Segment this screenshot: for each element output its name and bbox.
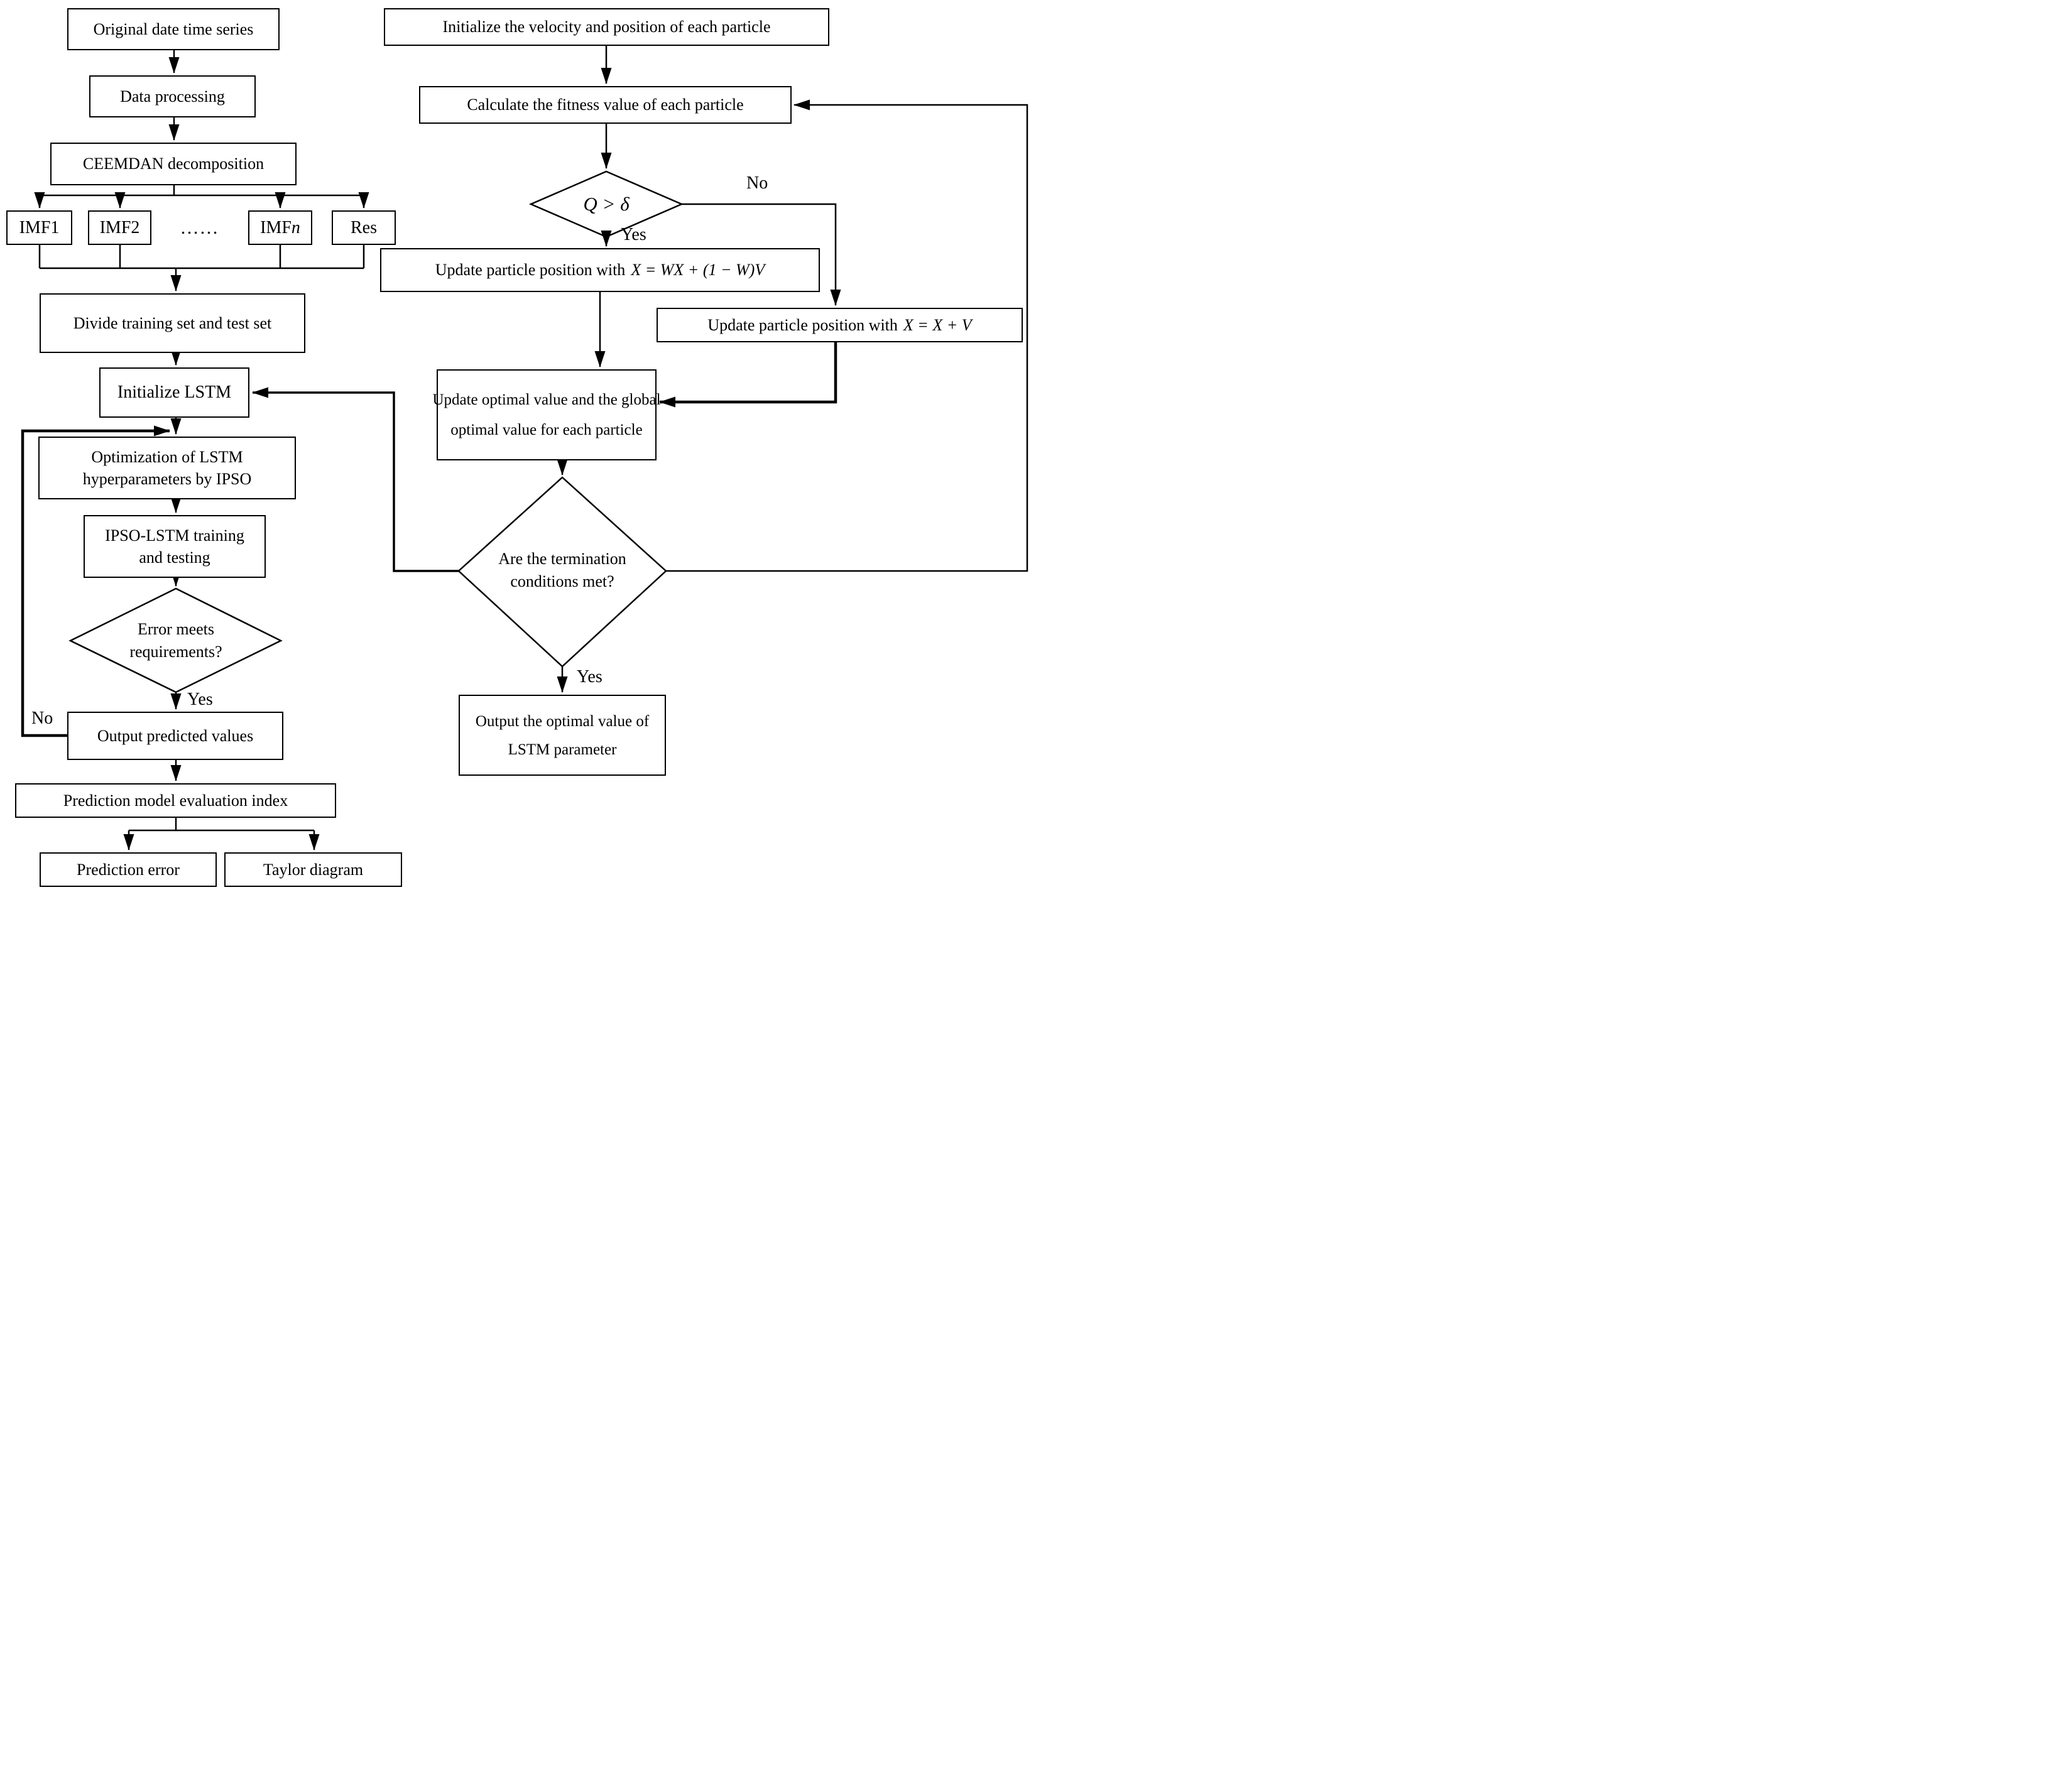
- taylor-diagram-box: Taylor diagram: [224, 852, 402, 887]
- optimization-ipso-box: Optimization of LSTM hyperparameters by …: [38, 437, 296, 499]
- output-optimal-line2: LSTM parameter: [508, 741, 617, 758]
- res-box: Res: [332, 210, 396, 245]
- update-v-formula: X = X + V: [903, 315, 972, 334]
- init-particles-box: Initialize the velocity and position of …: [384, 8, 829, 46]
- training-line2: and testing: [139, 548, 210, 567]
- imf2-label: IMF2: [99, 217, 140, 237]
- prediction-error-label: Prediction error: [77, 860, 180, 879]
- update-position-w-box: Update particle position with X = WX + (…: [380, 248, 820, 292]
- fitness-box: Calculate the fitness value of each part…: [419, 86, 792, 124]
- optimization-line2: hyperparameters by IPSO: [82, 470, 252, 488]
- imf1-label: IMF1: [19, 217, 60, 237]
- q-expression: Q > δ: [583, 193, 630, 215]
- error-diamond-line2: requirements?: [129, 643, 222, 661]
- flowchart-canvas: Original date time series Data processin…: [0, 0, 1036, 893]
- termination-yes-label: Yes: [577, 667, 603, 687]
- imfn-box: IMFn: [248, 210, 312, 245]
- output-predicted-label: Output predicted values: [97, 726, 254, 745]
- termination-diamond-text: Are the termination conditions met?: [468, 540, 657, 600]
- taylor-diagram-label: Taylor diagram: [263, 860, 364, 879]
- res-label: Res: [351, 217, 377, 237]
- output-optimal-line1: Output the optimal value of: [475, 712, 650, 730]
- q-no-label: No: [746, 173, 768, 193]
- error-diamond-text: Error meets requirements?: [82, 611, 270, 671]
- initialize-lstm-label: Initialize LSTM: [117, 383, 232, 403]
- initialize-lstm-box: Initialize LSTM: [99, 367, 249, 418]
- error-diamond-line1: Error meets: [137, 619, 214, 638]
- prediction-error-box: Prediction error: [40, 852, 217, 887]
- ceemdan-label: CEEMDAN decomposition: [82, 155, 264, 173]
- training-line1: IPSO-LSTM training: [105, 526, 244, 545]
- termination-line2: conditions met?: [510, 572, 614, 590]
- fitness-label: Calculate the fitness value of each part…: [467, 95, 744, 114]
- ceemdan-decomposition-box: CEEMDAN decomposition: [50, 143, 297, 185]
- ellipsis-label: ……: [180, 217, 219, 238]
- q-diamond-text: Q > δ: [556, 188, 657, 220]
- update-w-formula: X = WX + (1 − W)V: [631, 261, 765, 280]
- evaluation-index-label: Prediction model evaluation index: [63, 791, 288, 810]
- divide-label: Divide training set and test set: [73, 313, 272, 332]
- update-optimal-line2: optimal value for each particle: [450, 421, 643, 438]
- original-series-box: Original date time series: [67, 8, 280, 50]
- ellipsis-dots: ……: [160, 210, 239, 245]
- error-yes-label: Yes: [187, 690, 213, 709]
- termination-line1: Are the termination: [498, 549, 626, 568]
- update-v-prefix: Update particle position with: [707, 315, 898, 334]
- update-position-v-box: Update particle position with X = X + V: [657, 308, 1023, 342]
- data-processing-box: Data processing: [89, 75, 256, 117]
- imf1-box: IMF1: [6, 210, 72, 245]
- imf2-box: IMF2: [88, 210, 151, 245]
- data-processing-label: Data processing: [120, 87, 225, 106]
- optimization-line1: Optimization of LSTM: [91, 447, 243, 466]
- update-w-prefix: Update particle position with: [435, 261, 626, 280]
- evaluation-index-box: Prediction model evaluation index: [15, 783, 336, 818]
- imfn-label: IMFn: [260, 217, 300, 237]
- connector-wires: [21, 45, 1028, 850]
- error-no-label: No: [31, 709, 53, 728]
- original-series-label: Original date time series: [93, 19, 254, 38]
- update-optimal-box: Update optimal value and the global opti…: [432, 369, 661, 460]
- output-optimal-box: Output the optimal value of LSTM paramet…: [459, 695, 666, 776]
- ipso-lstm-training-box: IPSO-LSTM training and testing: [84, 515, 266, 578]
- output-predicted-box: Output predicted values: [67, 712, 283, 760]
- update-optimal-line1: Update optimal value and the global: [432, 391, 661, 408]
- divide-train-test-box: Divide training set and test set: [40, 293, 305, 353]
- q-yes-label: Yes: [621, 225, 646, 244]
- init-particles-label: Initialize the velocity and position of …: [442, 18, 771, 36]
